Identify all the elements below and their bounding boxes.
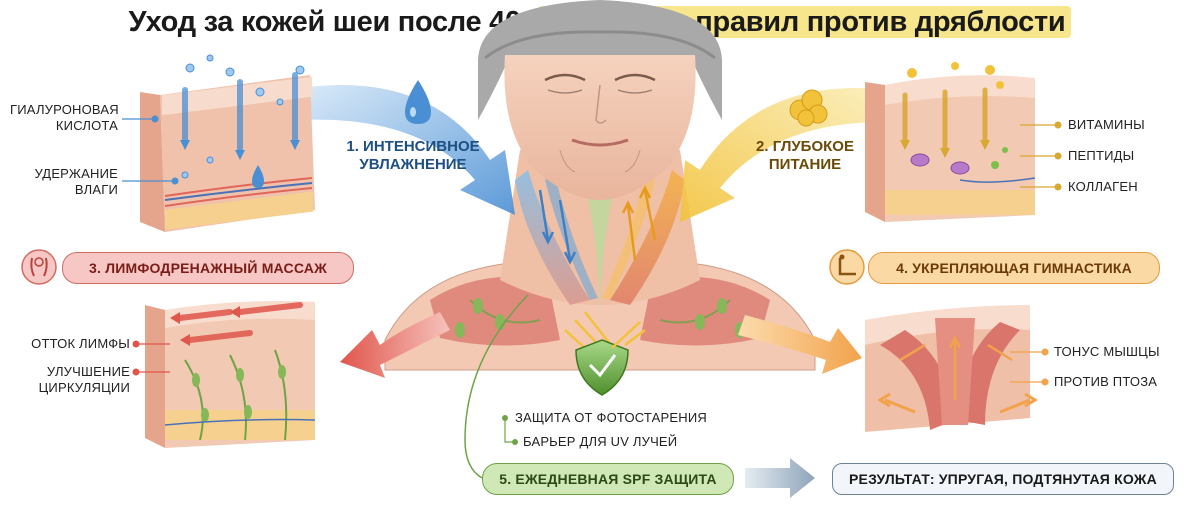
nutrient-blob-icon [789, 89, 828, 127]
nutrition-arrow [680, 87, 890, 222]
step-nutrition-title: 2. ГЛУБОКОЕ ПИТАНИЕ [730, 138, 880, 174]
callout-circulation: УЛУЧШЕНИЕ ЦИРКУЛЯЦИИ [10, 364, 130, 396]
gym-arrow [738, 315, 862, 374]
spf-shield-icon [564, 311, 646, 396]
callout-moisture-retention: УДЕРЖАНИЕ ВЛАГИ [10, 166, 118, 198]
water-drop-icon [405, 80, 431, 124]
skin-block-massage [145, 301, 316, 448]
callout-muscle-tone: ТОНУС МЫШЦЫ [1054, 344, 1160, 359]
callout-line: УДЕРЖАНИЕ [34, 166, 118, 181]
massage-arrow [340, 312, 450, 378]
step-line: 2. ГЛУБОКОЕ [756, 138, 854, 155]
result-box: РЕЗУЛЬТАТ: УПРУГАЯ, ПОДТЯНУТАЯ КОЖА [832, 463, 1174, 495]
callout-photoaging: ЗАЩИТА ОТ ФОТОСТАРЕНИЯ [515, 410, 707, 425]
callout-lymph-outflow: ОТТОК ЛИМФЫ [10, 336, 130, 352]
callout-vitamins: ВИТАМИНЫ [1068, 117, 1145, 132]
step-gym-pill: 4. УКРЕПЛЯЮЩАЯ ГИМНАСТИКА [868, 252, 1160, 284]
result-arrow [745, 458, 815, 498]
step-line: 1. ИНТЕНСИВНОЕ [346, 138, 480, 155]
callout-line: ЦИРКУЛЯЦИИ [38, 380, 130, 395]
title-part: Уход за кожей шеи после 40: [128, 6, 531, 38]
callout-peptides: ПЕПТИДЫ [1068, 148, 1135, 163]
skin-block-moisture [140, 54, 315, 232]
step-line: ПИТАНИЕ [768, 156, 842, 173]
callout-line: ОТТОК ЛИМФЫ [31, 336, 130, 351]
step-line: УВЛАЖНЕНИЕ [359, 156, 467, 173]
callout-line: КИСЛОТА [55, 118, 118, 133]
skin-block-nutrition [865, 62, 1036, 222]
step-moisture-title: 1. ИНТЕНСИВНОЕ УВЛАЖНЕНИЕ [328, 138, 498, 174]
callout-collagen: КОЛЛАГЕН [1068, 179, 1138, 194]
skin-block-gym [865, 305, 1038, 432]
moisture-arrow [300, 85, 515, 215]
exercise-icon [829, 249, 865, 285]
woman-neck-figure [384, 0, 816, 371]
callout-line: ВЛАГИ [74, 182, 118, 197]
callout-anti-ptosis: ПРОТИВ ПТОЗА [1054, 374, 1158, 389]
massage-icon [21, 249, 57, 285]
callout-uv-barrier: БАРЬЕР ДЛЯ UV ЛУЧЕЙ [523, 434, 678, 449]
step-massage-pill: 3. ЛИМФОДРЕНАЖНЫЙ МАССАЖ [62, 252, 354, 284]
step-spf-pill: 5. ЕЖЕДНЕВНАЯ SPF ЗАЩИТА [482, 463, 734, 495]
callout-line: ГИАЛУРОНОВАЯ [10, 102, 119, 117]
callout-line: УЛУЧШЕНИЕ [46, 364, 130, 379]
callout-hyaluronic-acid: ГИАЛУРОНОВАЯ КИСЛОТА [10, 102, 119, 134]
